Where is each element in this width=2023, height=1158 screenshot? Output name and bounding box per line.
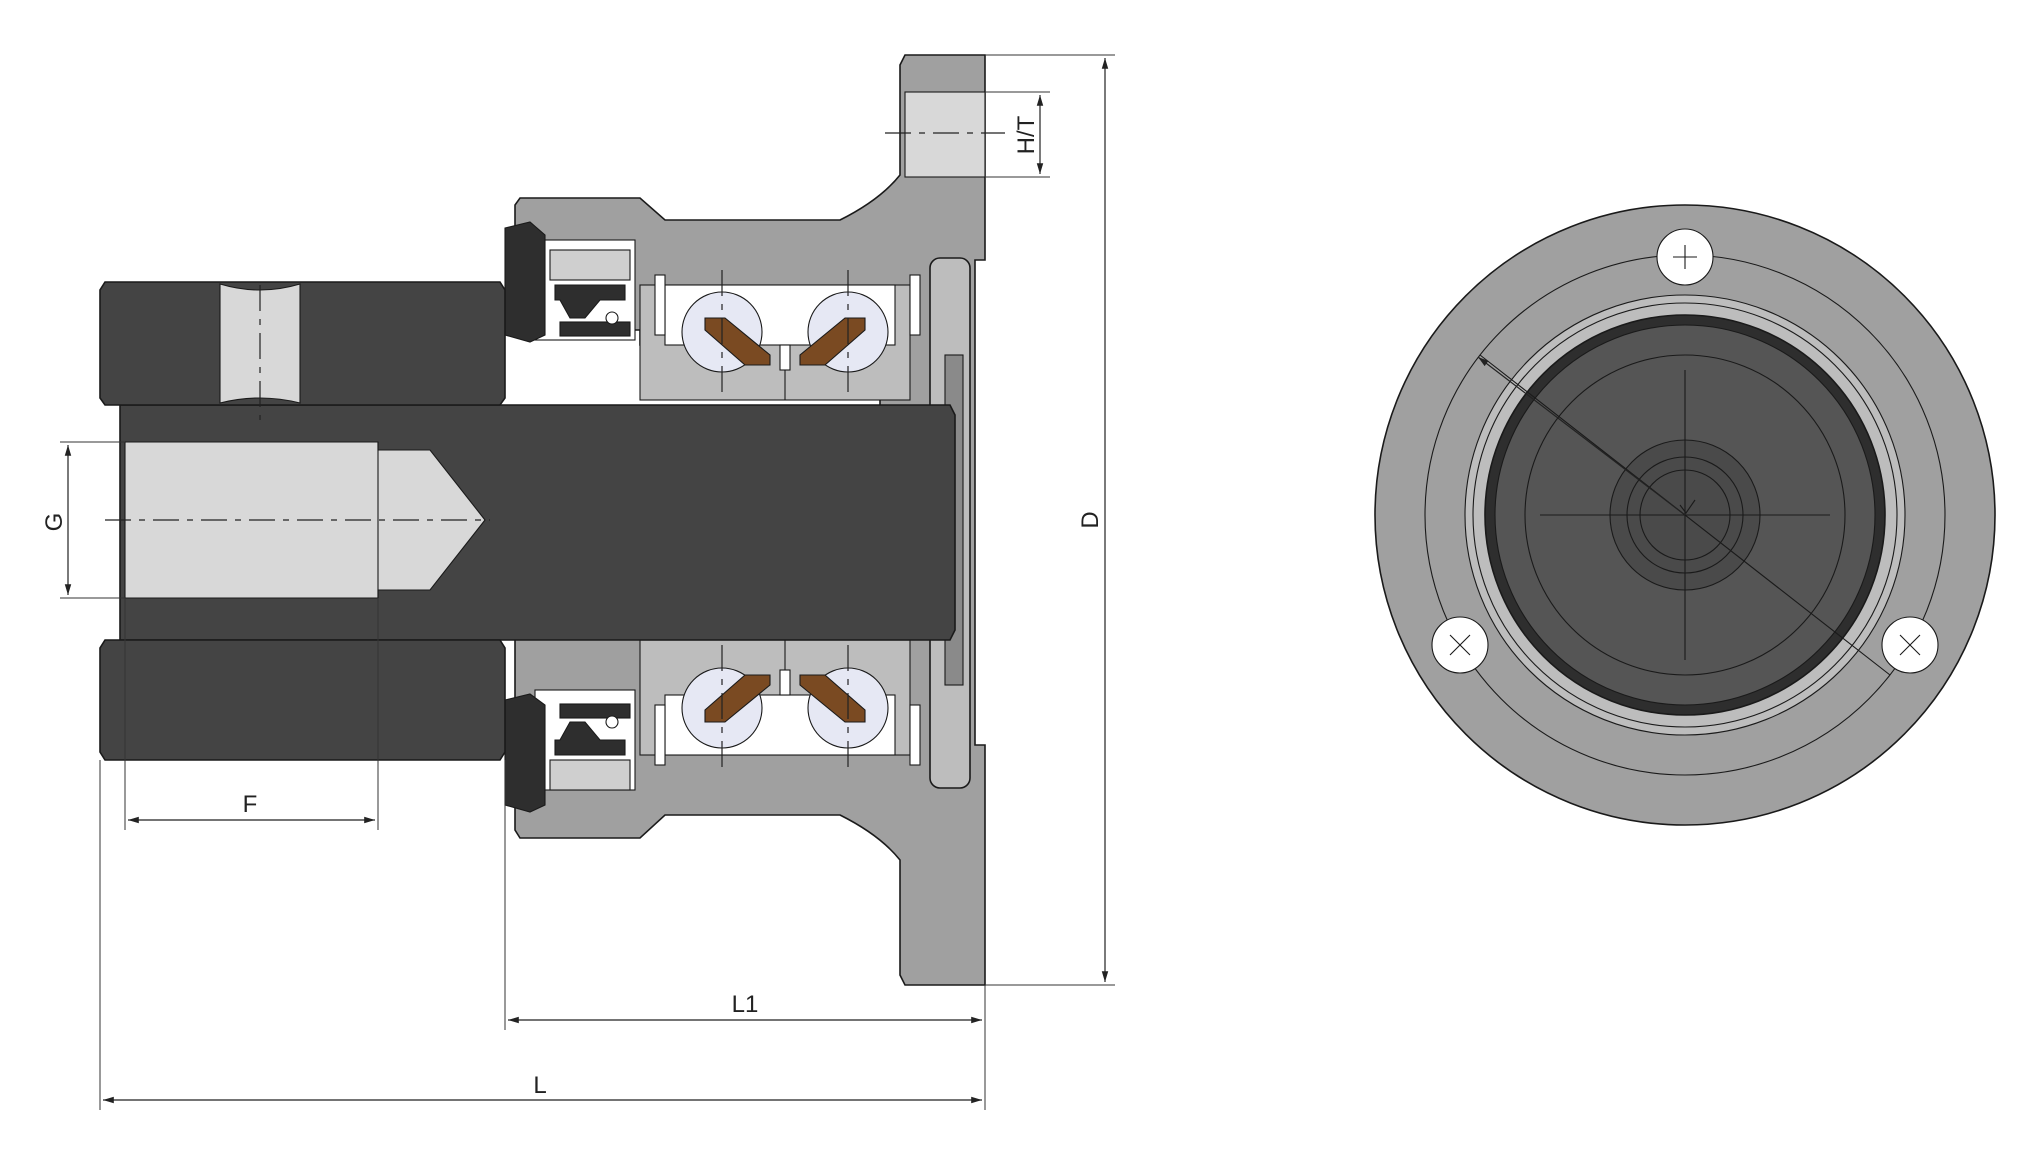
front-bolt-hole-left (1431, 616, 1489, 674)
wheel-block-bottom (99, 639, 506, 761)
seal-bottom (504, 693, 631, 813)
front-bolt-hole-right (1881, 616, 1939, 674)
dimensions: G F H/T D L1 L (41, 54, 1115, 1110)
section-view (99, 54, 1005, 986)
front-view (1374, 204, 1996, 826)
cage-top-2 (799, 317, 866, 366)
dim-g-label: G (41, 513, 68, 532)
dim-l1-label: L1 (732, 991, 759, 1018)
dia-arrow (1477, 356, 1686, 516)
bearing-bottom (639, 639, 921, 766)
dim-l-label: L (533, 1072, 546, 1099)
seal-top (504, 221, 631, 343)
cage-bottom-2 (799, 674, 866, 723)
cage-bottom-1 (704, 674, 771, 723)
bearing-top (639, 274, 921, 401)
cage-top-1 (704, 317, 771, 366)
dim-f-label: F (243, 791, 258, 818)
front-bolt-hole-top (1656, 228, 1714, 286)
flange-bolt-hole (904, 91, 986, 178)
dim-d-label: D (1077, 511, 1104, 528)
dim-ht-label: H/T (1013, 115, 1040, 154)
wheel-block-top (99, 281, 506, 406)
